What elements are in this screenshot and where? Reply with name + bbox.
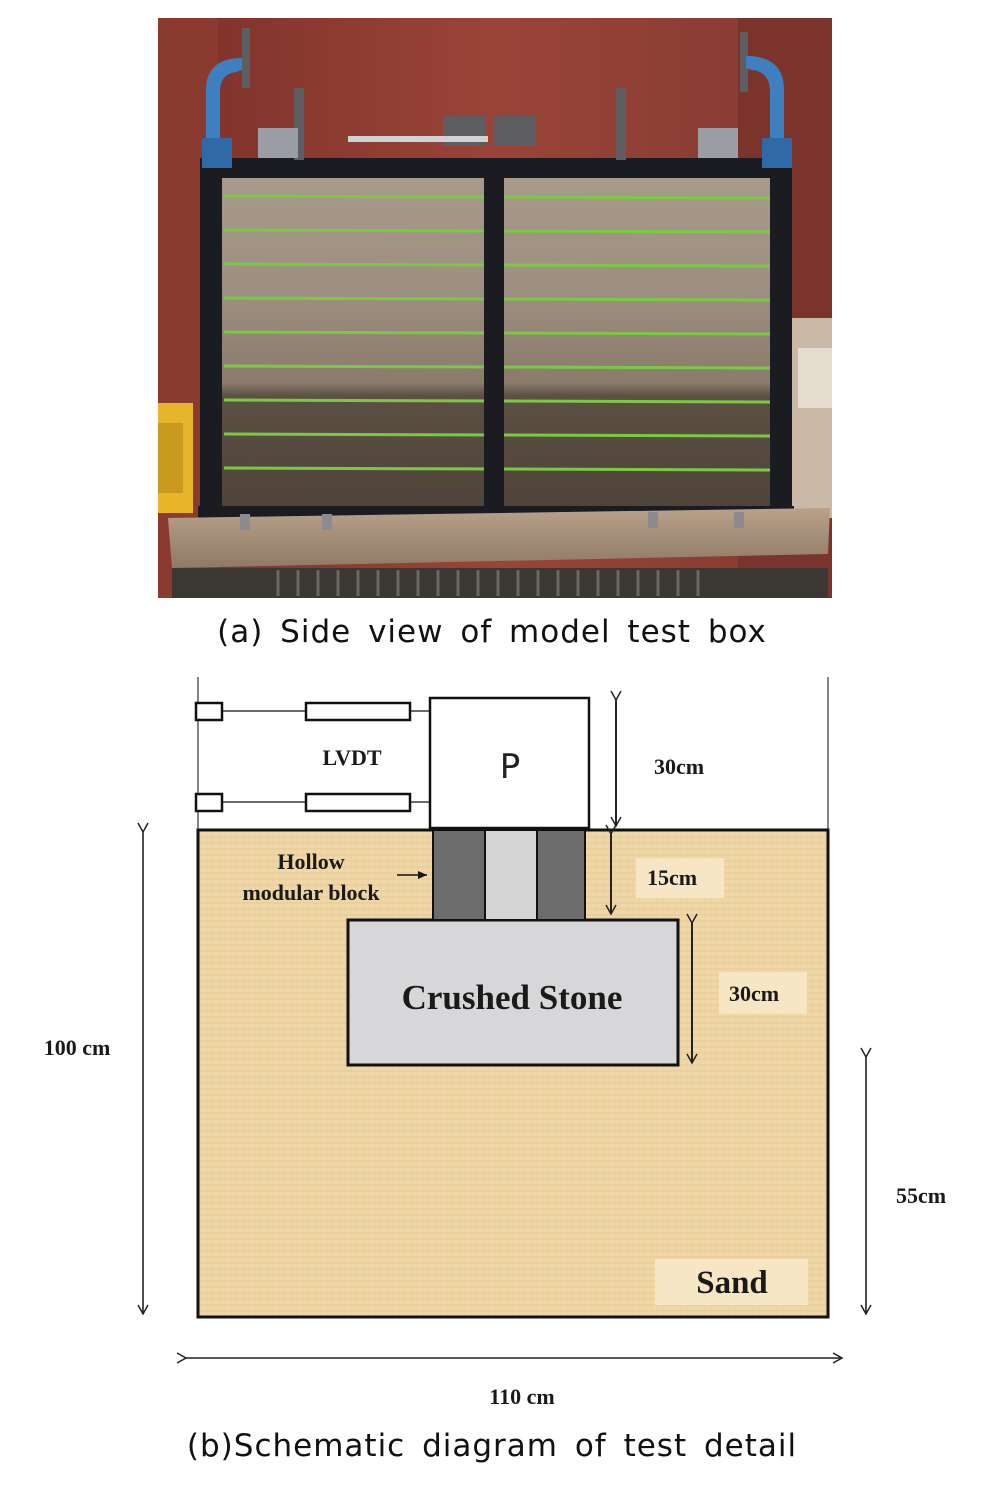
label-box-block-height <box>636 858 724 898</box>
load-plate <box>428 696 591 830</box>
load-height-label: 30cm <box>654 754 704 779</box>
block-wall-left <box>432 829 486 921</box>
crushed-stone-label: Crushed Stone <box>402 978 623 1017</box>
block-wall-right <box>536 829 586 921</box>
lvdt-label: LVDT <box>322 745 381 770</box>
label-box-stone-height <box>719 972 807 1014</box>
stone-height-label: 30cm <box>729 981 779 1006</box>
load-label: P <box>500 747 521 787</box>
block-hollow-core <box>484 829 538 921</box>
caption-b: (b)Schematic diagram of test detail <box>186 1428 798 1464</box>
model-test-box-photo <box>158 18 832 598</box>
box-width-label: 110 cm <box>489 1384 554 1409</box>
box-height-label: 100 cm <box>44 1035 111 1060</box>
sand-label: Sand <box>696 1265 768 1301</box>
label-box-sand <box>655 1259 808 1305</box>
block-height-label: 15cm <box>647 865 697 890</box>
lvdt-sensors <box>194 701 430 813</box>
caption-a: (a) Side view of model test box <box>217 614 767 650</box>
hollow-block-label-line2: modular block <box>242 880 380 905</box>
hollow-block-label-line1: Hollow <box>277 849 344 874</box>
sand-layer <box>196 828 830 1319</box>
crushed-stone-layer <box>346 918 680 1067</box>
sand-below-label: 55cm <box>896 1183 946 1208</box>
